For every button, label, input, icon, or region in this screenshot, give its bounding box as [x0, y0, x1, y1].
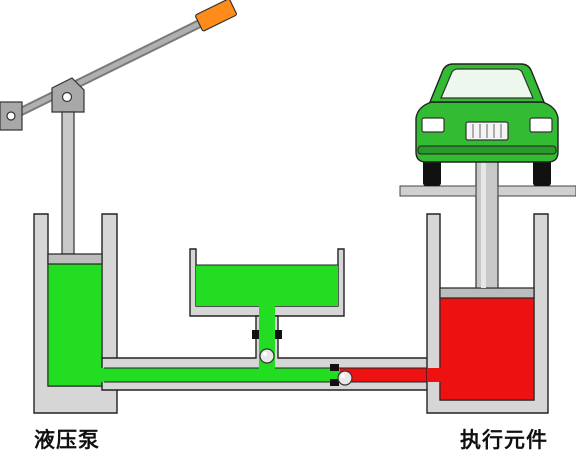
- pipe-network: [94, 306, 438, 391]
- actuator-piston-head: [439, 287, 535, 299]
- outlet-check-valve: [330, 364, 353, 386]
- actuator-piston-rod: [475, 160, 499, 289]
- pump-label: 液压泵: [34, 428, 100, 452]
- actuator-fluid: [439, 297, 535, 401]
- pump-cylinder: [33, 213, 118, 414]
- car-icon: [415, 63, 559, 186]
- check-valve-ball-icon: [252, 330, 282, 364]
- pump-piston-head: [47, 253, 103, 265]
- reservoir-tank: [189, 248, 345, 317]
- hand-lever-icon: [0, 0, 237, 131]
- pump-fluid: [47, 263, 103, 387]
- pump-piston-rod: [61, 111, 75, 255]
- actuator-label: 执行元件: [460, 428, 548, 452]
